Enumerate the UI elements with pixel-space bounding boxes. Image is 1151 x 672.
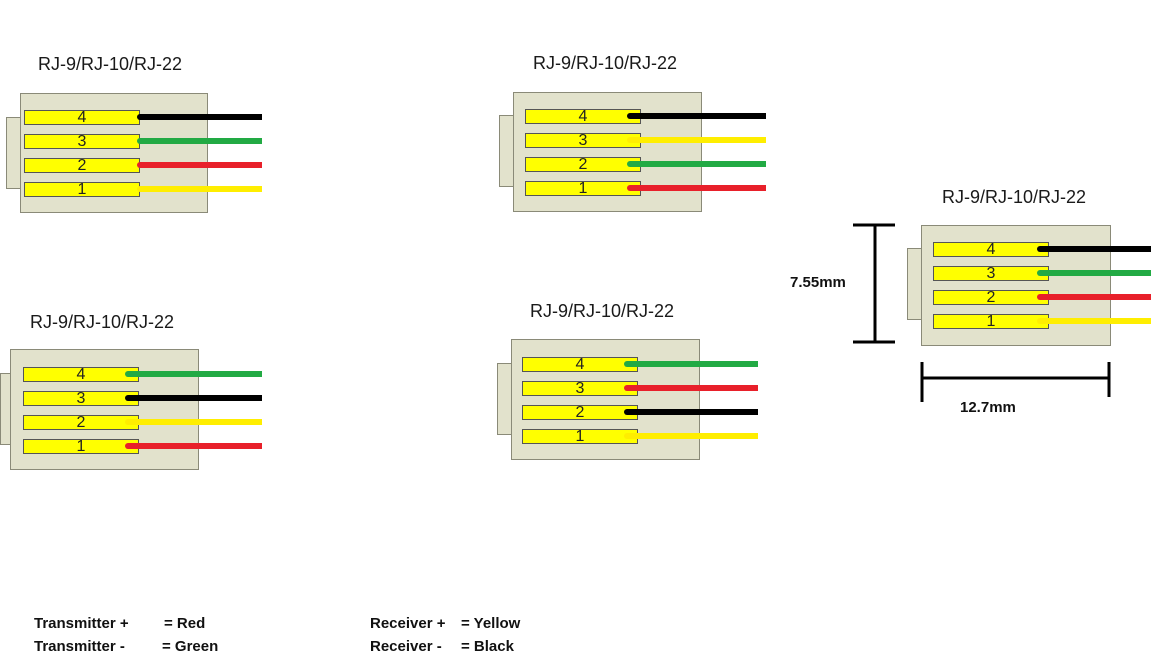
wire-junction-dot [627, 113, 633, 119]
wire-pin-2 [140, 162, 262, 168]
legend-value-transmitter-plus: = Red [164, 615, 206, 632]
wire-pin-3 [1040, 270, 1151, 276]
height-dimension-label: 7.55mm [790, 274, 846, 291]
wire-junction-dot [1037, 270, 1043, 276]
width-dimension-label: 12.7mm [960, 399, 1016, 416]
connector-title: RJ-9/RJ-10/RJ-22 [30, 312, 175, 332]
wire-junction-dot [1037, 294, 1043, 300]
wire-junction-dot [1037, 318, 1043, 324]
wire-junction-dot [125, 395, 131, 401]
pin-1: 1 [24, 182, 140, 198]
wire-junction-dot [1037, 246, 1043, 252]
wire-pin-1 [140, 186, 262, 192]
wire-junction-dot [125, 371, 131, 377]
wire-pin-3 [627, 385, 758, 391]
wire-junction-dot [125, 419, 131, 425]
legend-label-transmitter-plus: Transmitter + [34, 615, 129, 632]
connector-title: RJ-9/RJ-10/RJ-22 [530, 301, 675, 321]
wire-junction-dot [137, 186, 143, 192]
wire-pin-3 [128, 395, 262, 401]
wire-junction-dot [137, 138, 143, 144]
wire-pin-3 [630, 137, 766, 143]
pin-4: 4 [522, 357, 638, 373]
legend-label-transmitter-minus: Transmitter - [34, 638, 125, 655]
wire-pin-4 [1040, 246, 1151, 252]
connector-title: RJ-9/RJ-10/RJ-22 [942, 187, 1087, 207]
wire-pin-2 [630, 161, 766, 167]
pin-2: 2 [933, 290, 1049, 306]
pin-2: 2 [23, 415, 139, 431]
wire-junction-dot [624, 385, 630, 391]
wire-pin-1 [630, 185, 766, 191]
wire-junction-dot [624, 409, 630, 415]
wire-junction-dot [627, 161, 633, 167]
wire-junction-dot [137, 162, 143, 168]
pin-3: 3 [522, 381, 638, 397]
wire-pin-4 [630, 113, 766, 119]
legend-label-receiver-minus: Receiver - [370, 638, 442, 655]
pin-4: 4 [525, 109, 641, 125]
wire-junction-dot [624, 361, 630, 367]
wire-junction-dot [137, 114, 143, 120]
wire-pin-4 [627, 361, 758, 367]
legend-value-receiver-minus: = Black [461, 638, 514, 655]
wire-junction-dot [125, 443, 131, 449]
connector-title: RJ-9/RJ-10/RJ-22 [38, 54, 183, 74]
legend-value-transmitter-minus: = Green [162, 638, 219, 655]
wire-pin-4 [128, 371, 262, 377]
wire-junction-dot [627, 137, 633, 143]
wire-pin-1 [1040, 318, 1151, 324]
wire-pin-1 [128, 443, 262, 449]
legend-value-receiver-plus: = Yellow [461, 615, 521, 632]
wire-pin-1 [627, 433, 758, 439]
legend-label-receiver-plus: Receiver + [370, 615, 446, 632]
pin-1: 1 [525, 181, 641, 197]
wire-pin-2 [128, 419, 262, 425]
wire-junction-dot [624, 433, 630, 439]
wire-pin-3 [140, 138, 262, 144]
wire-junction-dot [627, 185, 633, 191]
connector-title: RJ-9/RJ-10/RJ-22 [533, 53, 678, 73]
wire-pin-2 [627, 409, 758, 415]
wire-pin-4 [140, 114, 262, 120]
pin-3: 3 [933, 266, 1049, 282]
pin-4: 4 [933, 242, 1049, 258]
wire-pin-2 [1040, 294, 1151, 300]
